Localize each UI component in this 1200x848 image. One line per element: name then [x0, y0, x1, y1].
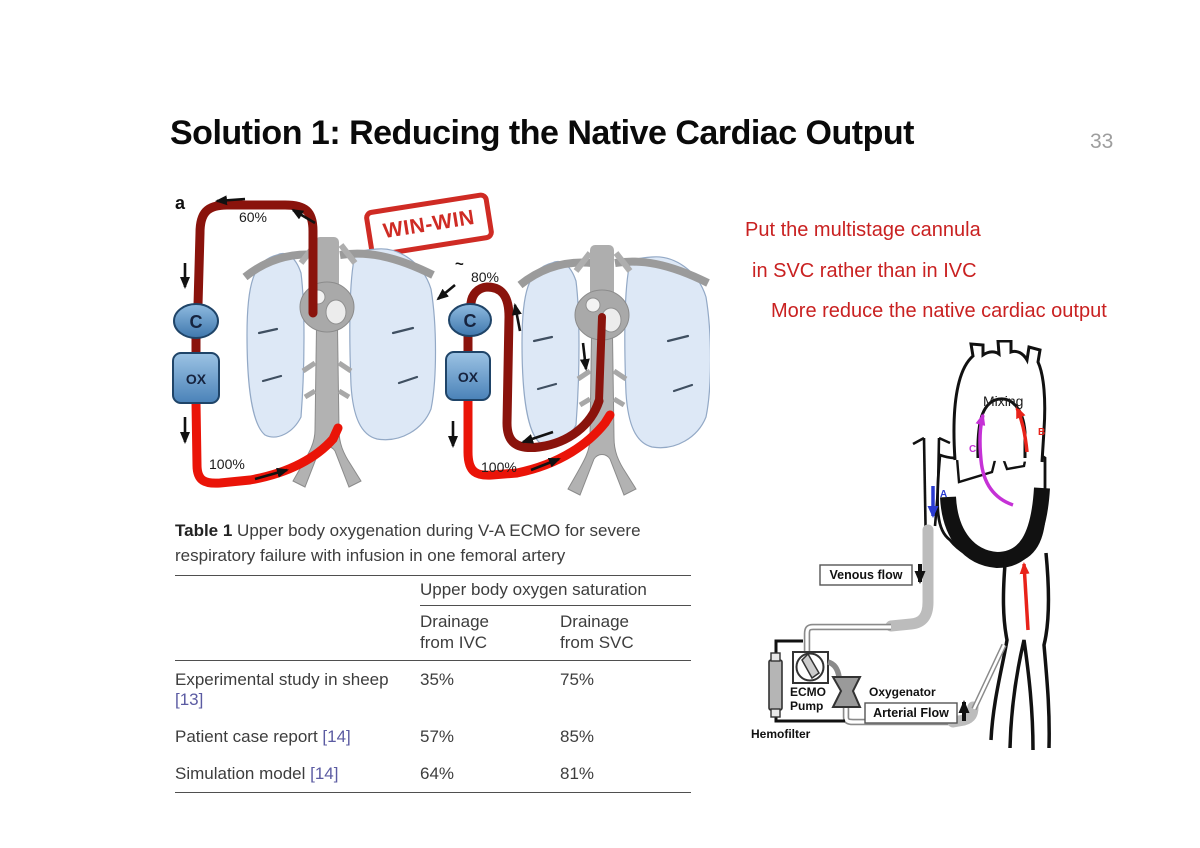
arrow-b-label: B: [1038, 427, 1045, 438]
reference-14: [14]: [322, 727, 351, 746]
mixing-label: Mixing: [983, 393, 1023, 409]
cell-ivc: 64%: [420, 764, 455, 783]
centrifugal-pump-a: [173, 303, 219, 339]
pct-drain-b: 80%: [471, 269, 499, 285]
pct-drain-a: 60%: [239, 209, 267, 225]
note-line-1: Put the multistage cannula: [745, 219, 981, 241]
flow-arrows: B C A Mixing: [927, 393, 1045, 631]
cell-ivc: 35%: [420, 670, 455, 689]
arrow-a-label: A: [940, 489, 947, 500]
circuit-labels: Venous flow Arterial Flow ECMO Pump Oxyg…: [751, 564, 970, 741]
table-caption-text: Upper body oxygenation during V-A ECMO f…: [175, 521, 641, 565]
table-caption-bold: Table 1: [175, 521, 233, 540]
table-row: Patient case report [14] 57% 85%: [175, 718, 691, 755]
table-group-header-row: Upper body oxygen saturation: [175, 576, 691, 606]
reference-13: [13]: [175, 690, 204, 709]
page-number: 33: [1090, 130, 1114, 153]
reference-14: [14]: [310, 764, 339, 783]
oxygenator-box-b: [445, 351, 491, 401]
oxygenator-box-a: [172, 352, 220, 404]
oxygenator: [831, 676, 862, 708]
panel-a: a C OX 60% 100%: [172, 193, 436, 488]
panel-a-label: a: [175, 193, 186, 213]
circuit-tubing: [774, 524, 1007, 728]
ecmo-pump-label-line2: Pump: [790, 699, 823, 713]
cell-ivc: 57%: [420, 727, 455, 746]
pct-return-a: 100%: [209, 456, 245, 472]
pump-label-a: C: [190, 312, 203, 332]
arterial-flow-label: Arterial Flow: [873, 706, 949, 720]
ecmo-body-diagrams: a C OX 60% 100% ~: [172, 193, 710, 515]
table-1: Table 1 Upper body oxygenation during V-…: [175, 518, 691, 793]
arterial-flow-box: [864, 702, 958, 724]
slide-title: Solution 1: Reducing the Native Cardiac …: [170, 114, 914, 152]
table-row: Simulation model [14] 64% 81%: [175, 755, 691, 792]
arterial-tube-a: [191, 398, 343, 488]
venous-tube-a: [193, 200, 318, 318]
hemofilter: [768, 659, 783, 711]
venous-flow-box: [819, 564, 913, 586]
arrow-c-label: C: [969, 444, 976, 455]
table-group-header: Upper body oxygen saturation: [420, 576, 691, 606]
table-caption: Table 1 Upper body oxygenation during V-…: [175, 518, 691, 568]
pump-label-b: C: [464, 311, 477, 331]
annotation-notes: Put the multistage cannula in SVC rather…: [745, 210, 1107, 332]
hemofilter-label: Hemofilter: [751, 727, 811, 741]
cell-svc: 75%: [560, 670, 595, 689]
centrifugal-pump-b: [448, 303, 492, 337]
note-line-2: in SVC rather than in IVC: [752, 259, 977, 282]
cell-svc: 81%: [560, 764, 595, 783]
oxygenator-label: Oxygenator: [869, 685, 936, 699]
column-header-ivc: Drainage from IVC: [420, 612, 489, 652]
table-row: Experimental study in sheep [13] 35% 75%: [175, 661, 691, 718]
venous-tube-b: [466, 282, 604, 453]
column-header-svc: Drainage from SVC: [560, 612, 634, 652]
oxygenator-label-b: OX: [458, 369, 479, 385]
ecmo-circuit-diagram: B C A Mixing: [751, 340, 1051, 751]
heart-anatomy: [912, 340, 1051, 751]
venous-flow-label: Venous flow: [830, 568, 903, 582]
panel-b: ~ C OX 80% 100%: [436, 245, 710, 495]
panel-b-mark: ~: [455, 256, 464, 273]
oxygenator-label-a: OX: [186, 371, 207, 387]
circuit-components: [768, 651, 862, 718]
table-subheader-row: Drainage from IVC Drainage from SVC: [175, 606, 691, 660]
ecmo-pump-label-line1: ECMO: [790, 685, 826, 699]
pct-return-b: 100%: [481, 459, 517, 475]
note-line-3: More reduce the native cardiac output: [771, 300, 1107, 322]
cell-svc: 85%: [560, 727, 595, 746]
arterial-tube-b: [463, 395, 615, 480]
